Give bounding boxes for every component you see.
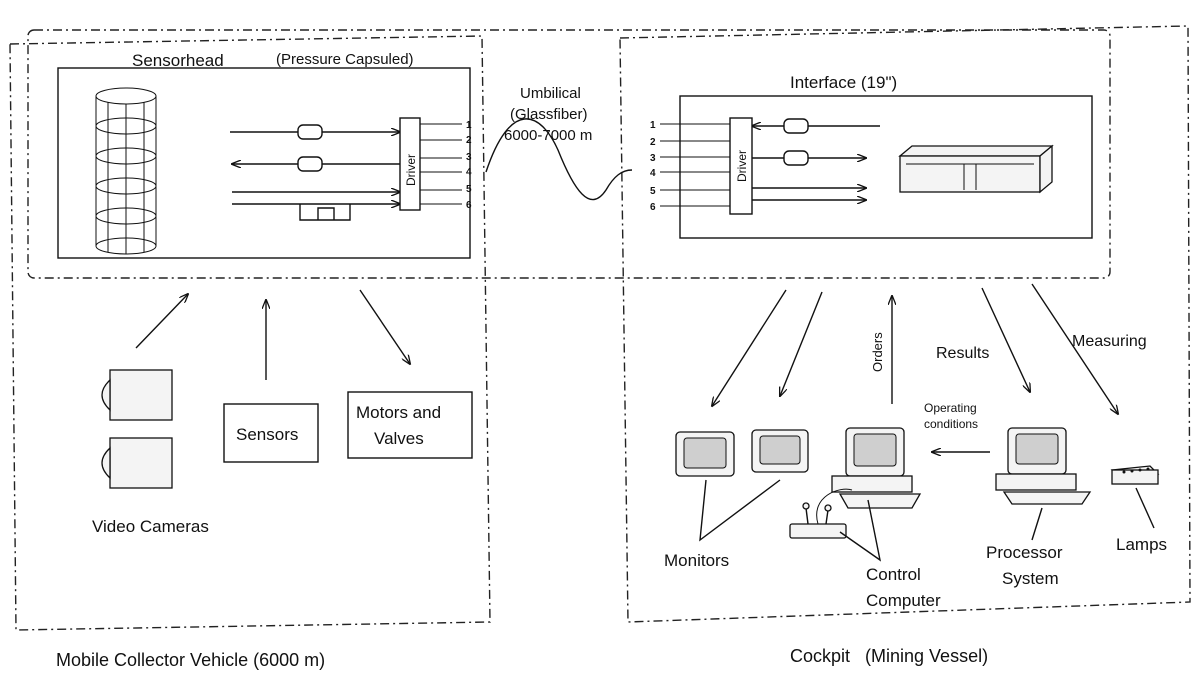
umbilical-label-1: Umbilical bbox=[520, 85, 581, 102]
motors-label-2: Valves bbox=[374, 429, 424, 448]
camera-to-sensorhead-arrow bbox=[135, 294, 188, 349]
monitors-pointer bbox=[699, 479, 781, 542]
processor-pointer bbox=[1031, 507, 1043, 541]
processor-label-1: Processor bbox=[986, 543, 1063, 562]
control-computer-pointer bbox=[839, 499, 882, 562]
sensor-channel-2: 2 bbox=[466, 135, 472, 146]
monitors-label: Monitors bbox=[664, 551, 729, 570]
interface-channel-1: 1 bbox=[650, 120, 656, 131]
umbilical-label-3: 6000-7000 m bbox=[504, 127, 592, 144]
sensor-channel-3: 3 bbox=[466, 152, 472, 163]
sensorhead-driver-box bbox=[399, 117, 421, 211]
measuring-label: Measuring bbox=[1072, 333, 1147, 350]
sensor-channel-4: 4 bbox=[466, 167, 472, 178]
lamps-pointer bbox=[1135, 487, 1155, 529]
umbilical-cable bbox=[485, 118, 633, 201]
interface-channel-6: 6 bbox=[650, 202, 656, 213]
joystick-icon bbox=[789, 488, 853, 539]
mobile-vehicle-dashed-region bbox=[9, 35, 491, 631]
interface-rack-unit bbox=[898, 144, 1054, 194]
sensorhead-title: Sensorhead bbox=[132, 51, 224, 70]
sensors-label: Sensors bbox=[236, 425, 298, 444]
interface-to-monitor1-arrow bbox=[712, 289, 787, 406]
operating-label-1: Operating bbox=[924, 401, 977, 415]
monitor-icon bbox=[675, 429, 809, 477]
motors-label-1: Motors and bbox=[356, 403, 441, 422]
sensor-channel-6: 6 bbox=[466, 200, 472, 211]
sensorhead-signal-lines bbox=[230, 123, 462, 221]
results-arrow bbox=[981, 287, 1030, 392]
interface-driver-box bbox=[729, 117, 753, 215]
umbilical-label-2: (Glassfiber) bbox=[510, 106, 588, 123]
processor-label-2: System bbox=[1002, 569, 1059, 588]
interface-channel-2: 2 bbox=[650, 137, 656, 148]
sensor-coil-graphic bbox=[95, 87, 157, 255]
lamps-icon bbox=[1110, 465, 1160, 485]
video-cameras-label: Video Cameras bbox=[92, 517, 209, 536]
cockpit-dashed-region bbox=[619, 25, 1191, 623]
operating-label-2: conditions bbox=[924, 417, 978, 431]
sensor-channel-5: 5 bbox=[466, 184, 472, 195]
control-computer-icon bbox=[831, 427, 922, 509]
sensorhead-to-motors-arrow bbox=[359, 289, 410, 364]
interface-signal-lines bbox=[660, 118, 880, 207]
motors-valves-box bbox=[347, 391, 473, 459]
control-label-2: Computer bbox=[866, 591, 941, 610]
interface-channel-3: 3 bbox=[650, 153, 656, 164]
measuring-arrow bbox=[1031, 283, 1118, 414]
interface-title: Interface (19") bbox=[790, 73, 897, 92]
processor-system-icon bbox=[995, 427, 1092, 505]
cockpit-label: Cockpit (Mining Vessel) bbox=[790, 646, 988, 666]
orders-label: Orders bbox=[870, 332, 885, 372]
mobile-vehicle-label: Mobile Collector Vehicle (6000 m) bbox=[56, 650, 325, 670]
lamps-label: Lamps bbox=[1116, 535, 1167, 554]
interface-driver-label: Driver bbox=[735, 150, 749, 182]
sensorhead-dashed-region bbox=[27, 29, 1111, 279]
sensor-channel-1: 1 bbox=[466, 120, 472, 131]
results-label: Results bbox=[936, 345, 989, 362]
control-label-1: Control bbox=[866, 565, 921, 584]
sensorhead-driver-label: Driver bbox=[404, 154, 418, 186]
interface-to-monitor2-arrow bbox=[780, 291, 823, 396]
interface-channel-4: 4 bbox=[650, 168, 656, 179]
sensors-box bbox=[223, 403, 319, 463]
video-camera-icon bbox=[101, 369, 173, 489]
interface-channel-5: 5 bbox=[650, 186, 656, 197]
sensorhead-subtitle: (Pressure Capsuled) bbox=[276, 51, 414, 68]
